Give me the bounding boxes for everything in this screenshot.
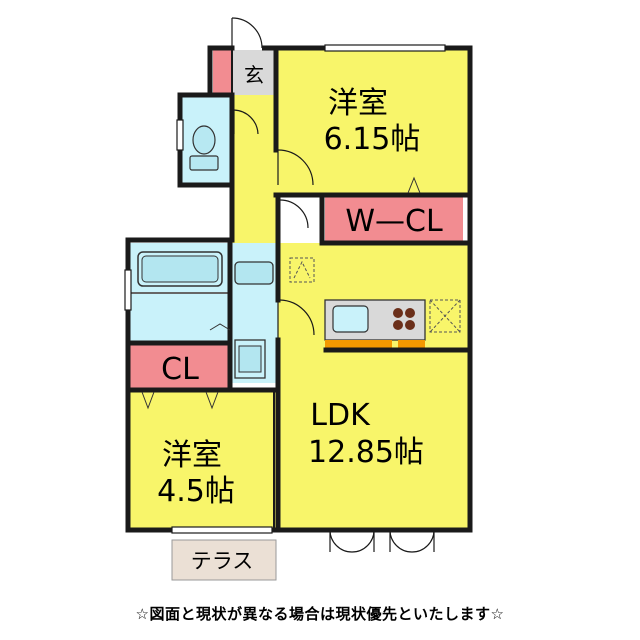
- western-room-2-area: [130, 390, 276, 528]
- footer-note: ☆図面と現状が異なる場合は現状優先といたします☆: [135, 605, 505, 623]
- thin-walls: [231, 50, 275, 530]
- closet-area: [130, 343, 230, 390]
- terrace-area: [171, 539, 277, 581]
- kitchen-counter: [324, 299, 426, 348]
- western-room-1-name: 洋室: [328, 86, 388, 121]
- closet-door-marks: [141, 176, 421, 410]
- walk-in-closet-label: W—CL: [345, 204, 443, 239]
- western-room-1-area: [276, 50, 468, 195]
- western-room-2-size: 4.5帖: [157, 474, 235, 509]
- ldk-area: [278, 243, 468, 528]
- ldk-name: LDK: [310, 398, 371, 433]
- ldk-size: 12.85帖: [308, 435, 424, 470]
- doors: [231, 17, 435, 553]
- windows: [124, 44, 446, 534]
- bath-divider: [130, 292, 230, 294]
- washing-machine-icon: [234, 339, 266, 379]
- appliance-space-icon: [289, 257, 315, 283]
- closet-label: CL: [161, 352, 199, 387]
- terrace-label: テラス: [191, 549, 254, 573]
- western-room-2-name: 洋室: [162, 438, 222, 473]
- entrance-label: 玄: [244, 63, 264, 87]
- walls: [125, 45, 473, 533]
- wash-basin-icon: [234, 261, 274, 285]
- corridor: [232, 95, 278, 245]
- walk-in-closet-area: [325, 197, 463, 241]
- bathtub-icon: [137, 251, 223, 287]
- entrance-area: [232, 50, 276, 95]
- western-room-1-size: 6.15帖: [324, 122, 421, 157]
- entrance-red-strip: [213, 50, 232, 95]
- toilet-icon: [189, 125, 219, 171]
- refrigerator-space-icon: [429, 299, 461, 333]
